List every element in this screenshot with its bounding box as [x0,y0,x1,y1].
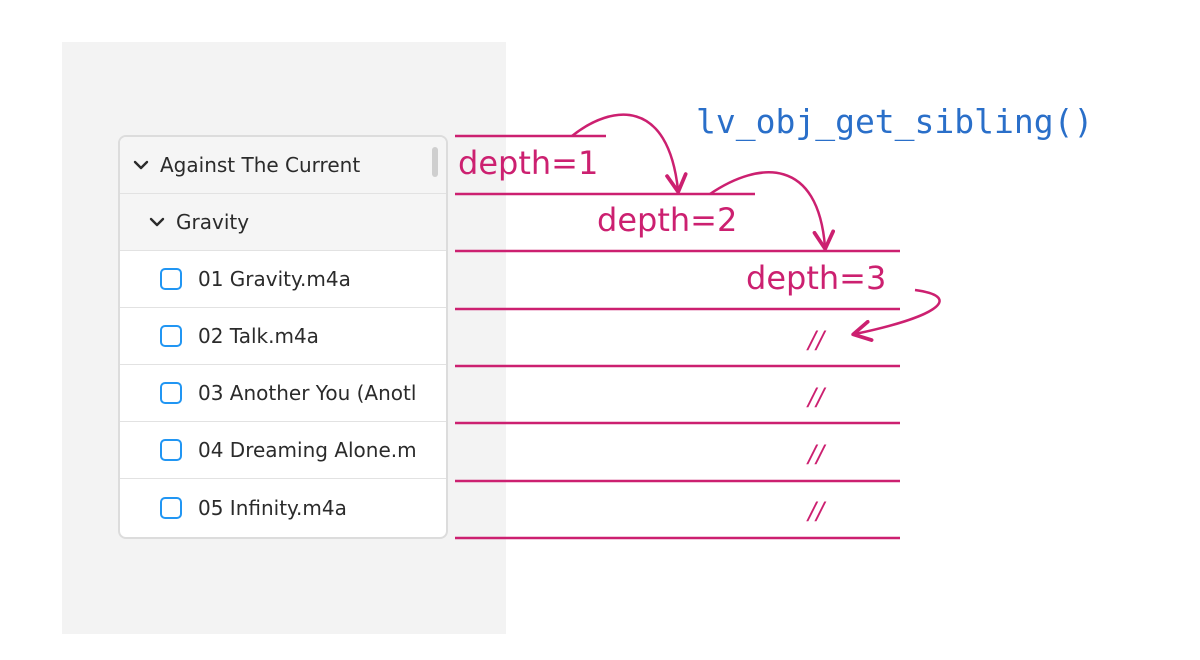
list-item-label: 02 Talk.m4a [198,324,319,348]
list-item-label: 01 Gravity.m4a [198,267,351,291]
list-item-file[interactable]: 01 Gravity.m4a [120,251,446,308]
arrow-depth1-to-depth2 [571,113,688,194]
list-item-label: 03 Another You (Anotl [198,381,417,405]
list-item-label: 05 Infinity.m4a [198,495,347,520]
function-name-label: lv_obj_get_sibling() [696,102,1094,141]
list-item-label: 04 Dreaming Alone.m [198,438,417,462]
checkbox[interactable] [160,439,182,461]
arrow-depth2-to-depth3 [709,171,836,251]
checkbox[interactable] [160,268,182,290]
list-item-file[interactable]: 03 Another You (Anotl [120,365,446,422]
list-item-label: Against The Current [160,153,361,177]
list-item-label: Gravity [176,210,250,234]
ditto-mark: // [808,383,825,411]
tree-list[interactable]: Against The Current Gravity 01 Gravity.m… [118,135,448,539]
depth-1-label: depth=1 [458,144,599,182]
ditto-mark: // [808,497,825,525]
checkbox[interactable] [160,496,182,519]
ditto-mark: // [808,326,825,354]
arrow-depth3-to-sibling [851,288,941,342]
list-item-file[interactable]: 05 Infinity.m4a [120,479,446,536]
chevron-down-icon [149,217,165,227]
ditto-mark: // [808,440,825,468]
depth-2-label: depth=2 [597,201,738,239]
list-item-group-artist[interactable]: Against The Current [120,137,446,194]
list-item-group-album[interactable]: Gravity [120,194,446,251]
checkbox[interactable] [160,325,182,347]
chevron-down-icon [133,160,149,170]
checkbox[interactable] [160,382,182,404]
list-item-file[interactable]: 02 Talk.m4a [120,308,446,365]
scrollbar[interactable] [432,147,438,177]
list-item-file[interactable]: 04 Dreaming Alone.m [120,422,446,479]
depth-3-label: depth=3 [746,259,887,297]
